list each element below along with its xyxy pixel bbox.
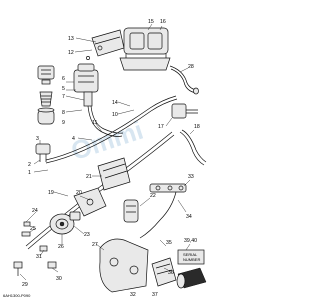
callout-9: 9 [62, 120, 65, 126]
fuel-strainer-cup [73, 63, 99, 107]
callout-27: 27 [92, 242, 98, 248]
callout-16: 16 [160, 19, 166, 25]
callout-2: 2 [28, 162, 31, 168]
callout-31: 31 [36, 254, 42, 260]
callout-6: 6 [62, 76, 65, 82]
callout-24: 24 [32, 208, 38, 214]
serial-box-line1: SERIAL [183, 252, 198, 257]
pump-cover [73, 187, 107, 217]
callout-36: 36 [168, 270, 174, 276]
callout-19: 19 [48, 190, 54, 196]
serial-box-line2: NUMBER [183, 257, 200, 262]
fuel-line-long-upper [45, 95, 177, 161]
leader-lines [19, 23, 195, 281]
callout-25: 25 [30, 226, 36, 232]
fuel-joint-right [171, 103, 198, 119]
gasket-part [151, 257, 177, 287]
callout-8: 8 [62, 110, 65, 116]
callout-labels: 13 12 15 16 6 5 7 8 9 10 14 28 17 18 11 … [22, 19, 200, 298]
serial-number-box: SERIAL NUMBER [177, 249, 205, 265]
fuel-hose-right [181, 129, 207, 163]
callout-32: 32 [130, 292, 136, 298]
callout-29: 29 [22, 282, 28, 288]
fuel-filter-element [176, 267, 207, 289]
callout-26: 26 [58, 244, 64, 250]
callout-34: 34 [186, 214, 192, 220]
fuel-filter-center [123, 199, 139, 223]
fuel-connector-left [35, 143, 51, 162]
callout-35: 35 [166, 240, 172, 246]
fuel-filter-stack [37, 65, 55, 125]
callout-12: 12 [68, 50, 74, 56]
callout-7: 7 [62, 94, 65, 100]
fuel-hose-lower-right [139, 191, 177, 239]
drawing-code: 6AH1300-P090 [3, 293, 31, 298]
callout-33: 33 [188, 174, 194, 180]
fuel-hose-top [169, 65, 197, 91]
callout-14: 14 [112, 100, 118, 106]
callout-28: 28 [188, 64, 194, 70]
callout-30: 30 [56, 276, 62, 282]
callout-5: 5 [62, 86, 65, 92]
fuel-system-exploded-diagram: Ommi [3, 19, 207, 298]
callout-18: 18 [194, 124, 200, 130]
callout-17: 17 [158, 124, 164, 130]
callout-22: 22 [150, 193, 156, 199]
fuel-pump-bracket [91, 29, 125, 57]
bolt-set [13, 221, 57, 276]
callout-13: 13 [68, 36, 74, 42]
callout-37: 37 [152, 292, 158, 298]
callout-39-40: 39,40 [184, 238, 197, 244]
callout-11: 11 [92, 120, 97, 126]
fuel-pump-assembly [119, 27, 171, 71]
callout-1: 1 [28, 170, 31, 176]
callout-4: 4 [72, 136, 75, 142]
bracket-plate [99, 238, 149, 293]
fuel-pump-lower [49, 211, 81, 235]
callout-20: 20 [76, 190, 82, 196]
callout-10: 10 [112, 112, 118, 118]
callout-23: 23 [84, 232, 90, 238]
hose-joint [193, 87, 199, 95]
callout-21: 21 [86, 174, 92, 180]
callout-3: 3 [36, 136, 39, 142]
callout-15: 15 [148, 19, 154, 25]
vapor-separator [97, 157, 131, 191]
fitting-row [149, 183, 187, 193]
